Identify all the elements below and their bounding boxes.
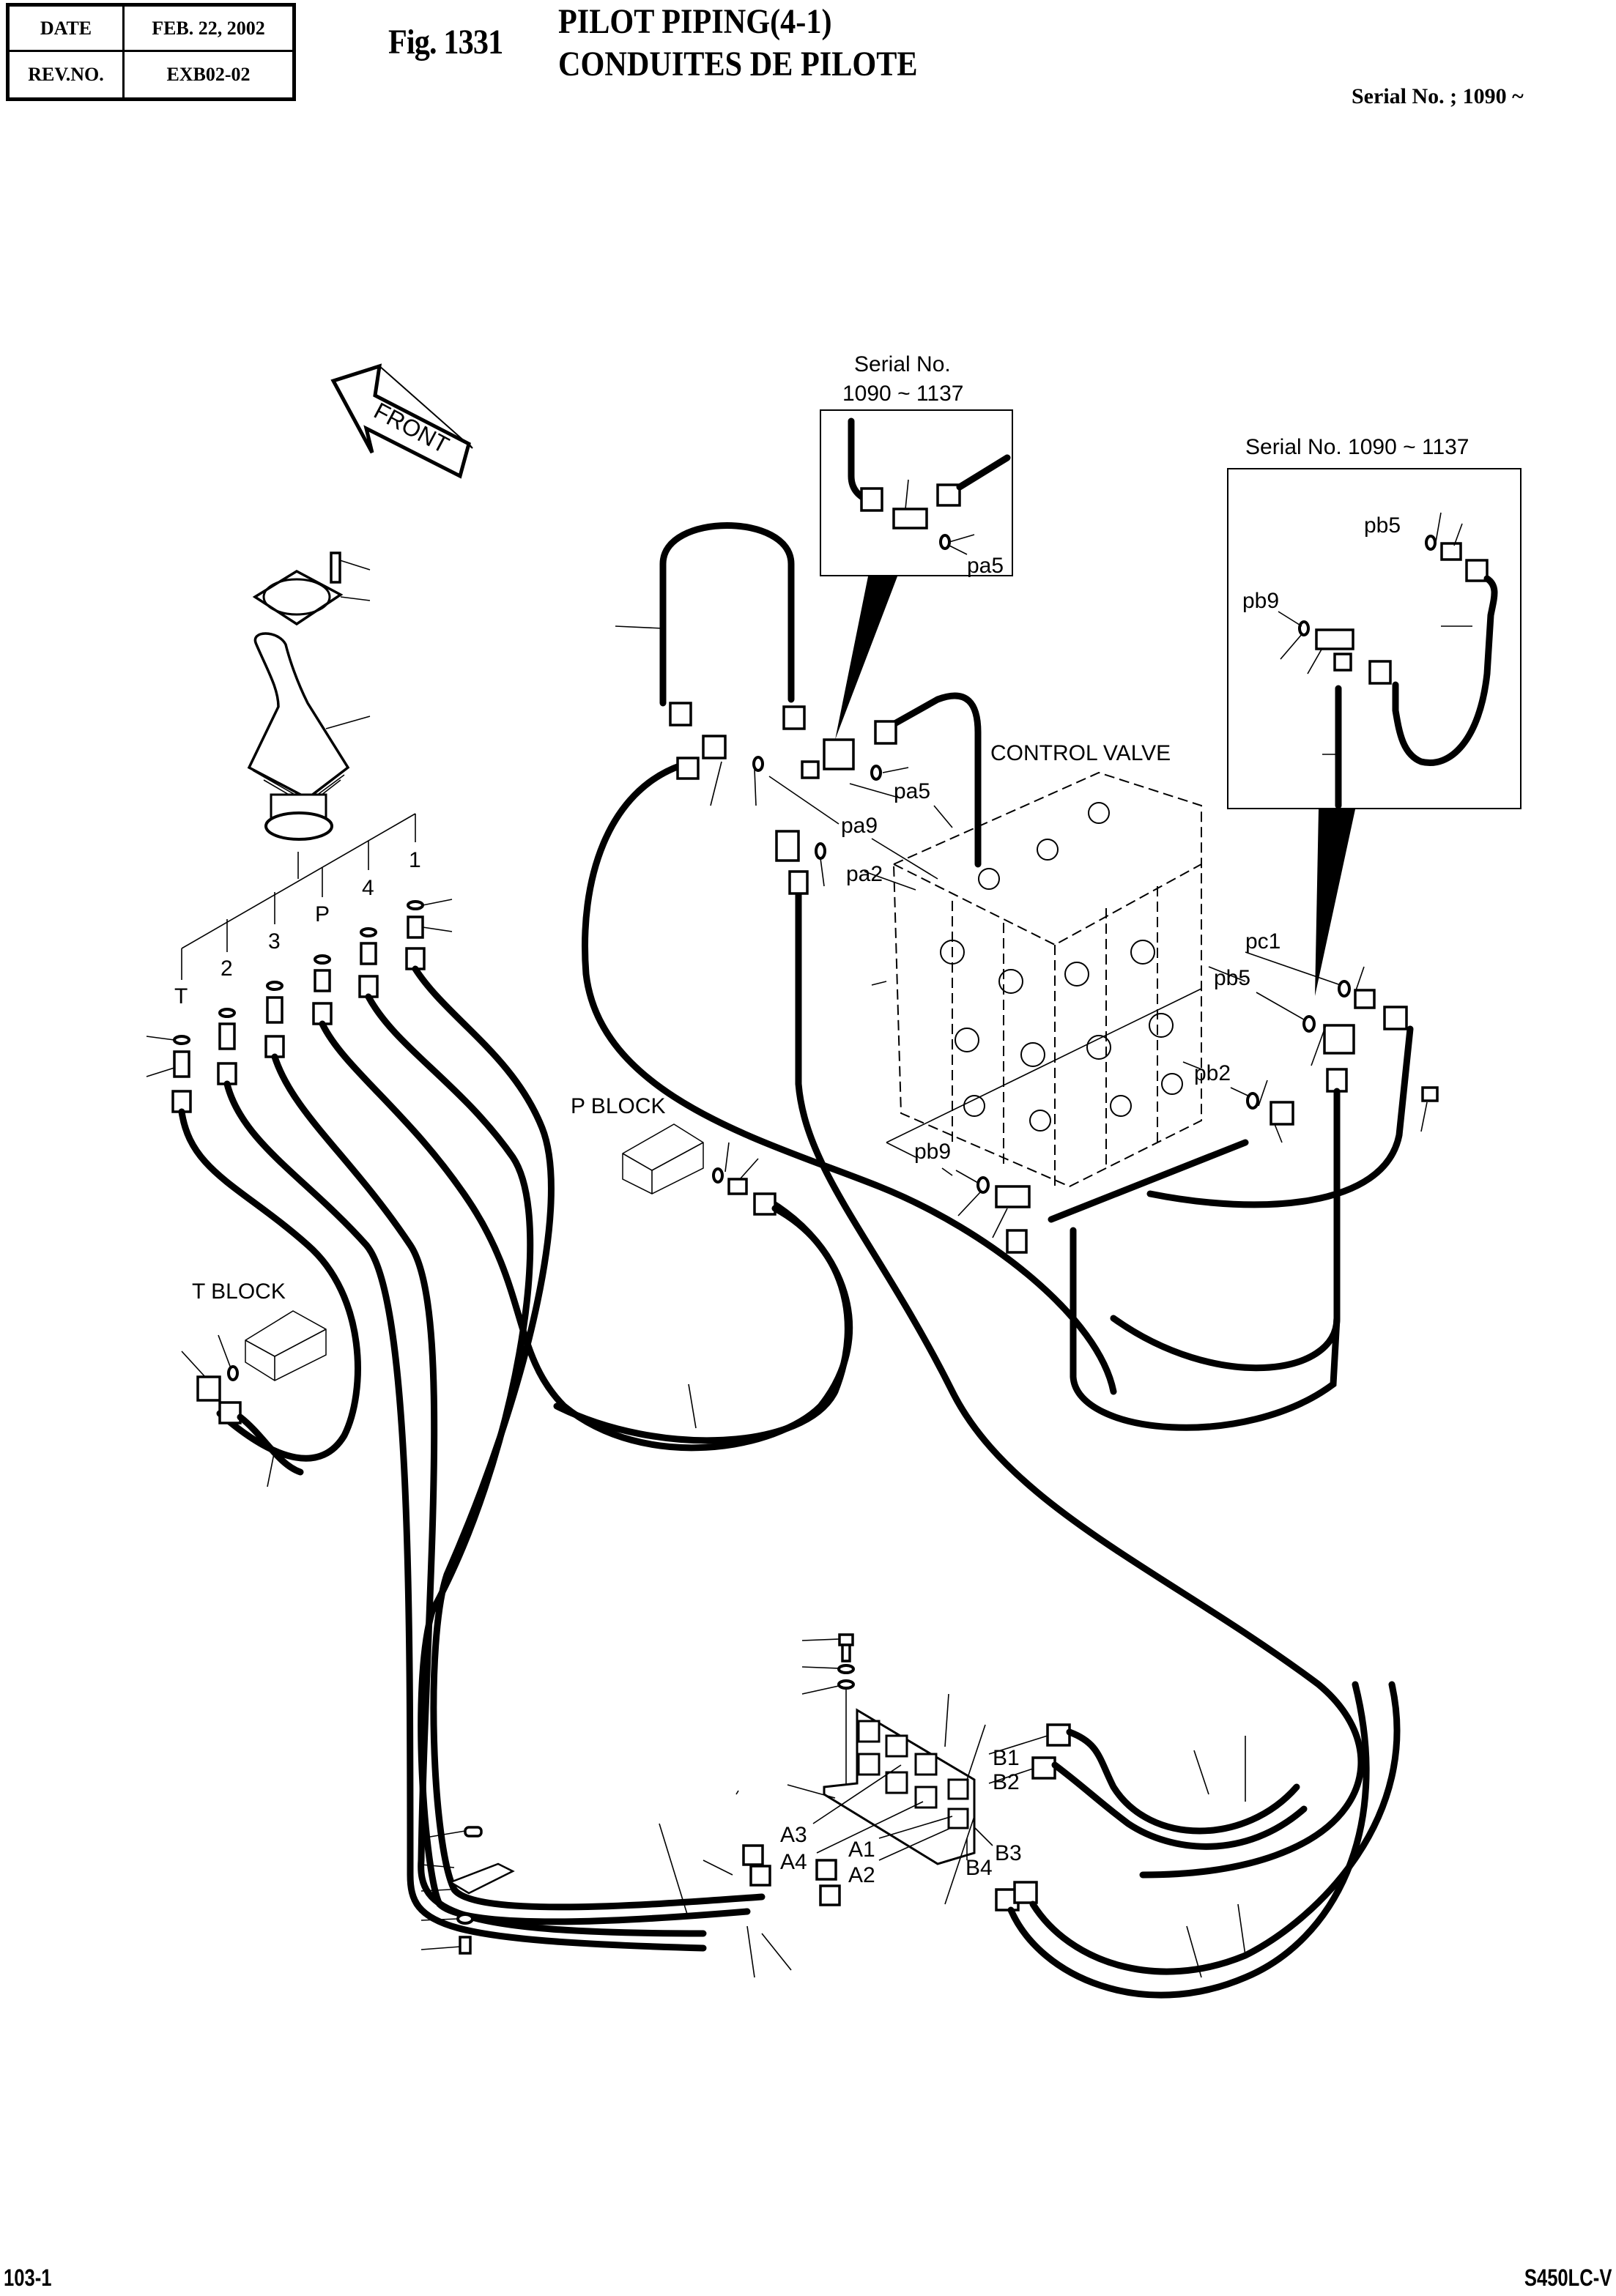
revision-table: DATE FEB. 22, 2002 REV.NO. EXB02-02 (6, 3, 296, 101)
port-pa9: pa9 (841, 814, 878, 838)
p-block-icon: P BLOCK (553, 1094, 851, 1444)
left-leaders (146, 899, 453, 1077)
port-pa2: pa2 (846, 862, 883, 886)
port-b3: B3 (995, 1841, 1022, 1865)
upper-loop-hoses (582, 522, 1365, 1879)
port-pb5: pb5 (1214, 966, 1250, 990)
port-b1: B1 (993, 1746, 1020, 1770)
model-number: S450LC-V (1524, 2265, 1612, 2291)
port-label-p: P (315, 902, 330, 926)
date-value: FEB. 22, 2002 (125, 7, 292, 52)
port-a4: A4 (780, 1850, 807, 1874)
manifold-a-fittings (659, 1823, 841, 1978)
clamp-bracket-icon (420, 1826, 515, 1955)
joystick-icon (247, 551, 371, 841)
inset-right-caption: Serial No. 1090 ~ 1137 (1245, 435, 1469, 459)
manifold-block-icon: A3 A4 A1 A2 B1 B2 B3 B4 (735, 1633, 1401, 1999)
inset-right-port-pb9: pb9 (1242, 589, 1279, 613)
inset-top-port-pa5: pa5 (967, 554, 1004, 578)
port-label-1: 1 (409, 848, 421, 872)
inset-top-caption-1: Serial No. (854, 352, 951, 376)
port-b2: B2 (993, 1770, 1020, 1794)
joystick-port-leaders (181, 813, 416, 980)
joystick-port-fittings (171, 900, 426, 1113)
serial-inset-right: Serial No. 1090 ~ 1137 pb5 pb9 (1227, 435, 1522, 996)
port-pa5: pa5 (894, 779, 930, 803)
port-pb2: pb2 (1194, 1061, 1231, 1085)
control-valve-label: CONTROL VALVE (990, 741, 1171, 765)
control-valve-port-leaders: pa5 pa9 pa2 pc1 pb5 pb2 pb9 (768, 776, 1439, 1431)
front-arrow-icon: FRONT (330, 363, 473, 479)
inset-top-caption-2: 1090 ~ 1137 (842, 382, 963, 406)
t-block-label: T BLOCK (192, 1279, 286, 1304)
port-b4: B4 (965, 1856, 993, 1880)
port-label-3: 3 (268, 929, 281, 954)
port-a2: A2 (848, 1863, 875, 1887)
manifold-leaders (812, 1735, 1048, 1861)
title-english: PILOT PIPING(4-1) (558, 2, 832, 41)
control-valve-icon: CONTROL VALVE (886, 741, 1202, 1188)
port-label-4: 4 (362, 876, 374, 900)
rev-label: REV.NO. (10, 52, 125, 97)
t-block-icon: T BLOCK (181, 1279, 327, 1487)
page-number: 103-1 (4, 2265, 52, 2291)
port-label-2: 2 (220, 956, 233, 981)
port-a1: A1 (848, 1838, 875, 1862)
date-label: DATE (10, 7, 125, 52)
title-french: CONDUITES DE PILOTE (558, 45, 918, 83)
pilot-tee-fittings (669, 702, 909, 806)
serial-inset-top: Serial No. 1090 ~ 1137 pa5 (820, 352, 1013, 740)
port-a3: A3 (780, 1823, 807, 1847)
inset-right-port-pb5: pb5 (1364, 513, 1401, 538)
port-label-t: T (174, 984, 188, 1008)
figure-number: Fig. 1331 (388, 23, 503, 62)
p-block-label: P BLOCK (571, 1094, 666, 1118)
rev-value: EXB02-02 (166, 64, 251, 85)
serial-range: Serial No. ; 1090 ~ (1352, 84, 1524, 108)
port-pb9: pb9 (914, 1140, 951, 1164)
port-pc1: pc1 (1245, 929, 1280, 954)
